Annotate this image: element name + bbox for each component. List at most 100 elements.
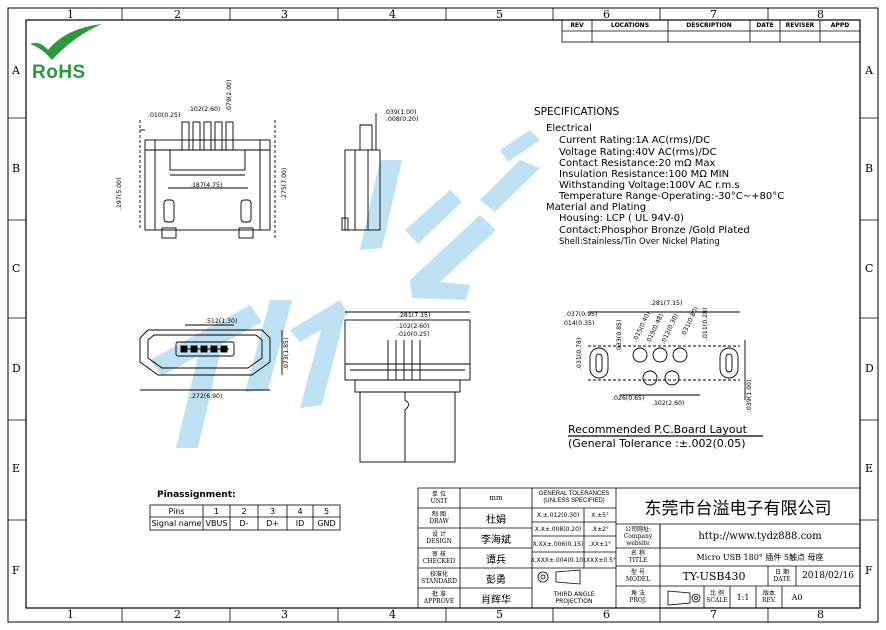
zone-col-5-bottom: 5: [496, 608, 503, 621]
zone-col-3: 3: [281, 8, 288, 21]
dim-pcb-d: .026(0.65): [612, 395, 645, 402]
pin-assignment-title: Pinassignment:: [157, 490, 236, 500]
tb-tolerance-title: GENERAL TOLERANCES (UNLESS SPECIFIED): [538, 491, 610, 504]
rohs-check-icon: [30, 24, 102, 60]
zone-row-f: F: [12, 564, 20, 577]
zone-col-5: 5: [496, 8, 503, 21]
zone-col-4-bottom: 4: [389, 608, 396, 621]
projection-symbol: [537, 569, 701, 606]
dim-bottom-c: .010(0.25): [397, 331, 430, 338]
zone-col-2: 2: [174, 8, 181, 21]
dim-pcb-l: .033(0.85): [616, 319, 623, 352]
zone-row-c-right: C: [865, 262, 874, 275]
zone-col-8: 8: [817, 8, 824, 21]
dim-side-a: .039(1.00): [384, 109, 417, 116]
tb-approve-value: 肖辉华: [481, 594, 511, 606]
tb-proj-label: 角 法 PROJ.: [629, 590, 647, 604]
zone-row-d: D: [12, 362, 21, 375]
tb-model-value: TY-USB430: [682, 569, 746, 583]
zone-row-b-right: B: [865, 162, 874, 175]
tb-title-label: 名 称 TITLE: [628, 550, 648, 564]
tb-standard-value: 彭勇: [486, 574, 506, 586]
spec-insulation: Insulation Resistance:100 MΩ MIN: [559, 169, 730, 180]
pin-signal-5: GND: [317, 519, 336, 528]
pin-number-2: 2: [241, 506, 247, 516]
tb-draw-label: 制 图 DRAW: [429, 511, 449, 525]
dim-pcb-e: .102(2.60): [652, 400, 685, 407]
rev-header-appd: APPD: [830, 22, 850, 29]
spec-material: Material and Plating: [546, 202, 647, 213]
tb-tol-1b: X.±5°: [591, 511, 609, 519]
tb-tol-2b: .X±2°: [591, 525, 609, 533]
dim-pcb-b: .014(0.35): [562, 320, 595, 327]
zone-row-f-right: F: [865, 564, 873, 577]
spec-shell: Shell:Stainless/Tin Over Nickel Plating: [559, 237, 720, 247]
rohs-logo-text: RoHS: [32, 62, 86, 83]
spec-electrical: Electrical: [546, 123, 592, 134]
spec-voltage: Voltage Rating:40V AC(rms)/DC: [559, 147, 717, 158]
dim-top-b: .102(2.60): [188, 106, 221, 113]
tb-date-label: 日 期 DATE: [773, 569, 791, 583]
dim-left-h: .197(5.00): [116, 177, 123, 210]
dim-front-h: .073(1.85): [283, 337, 290, 370]
tb-rev-label: 版本 REV.: [761, 590, 777, 604]
zone-row-b: B: [12, 162, 21, 175]
pcb-layout-title: Recommended P.C.Board Layout: [568, 423, 747, 436]
tb-rev-value: A0: [791, 592, 803, 602]
tb-approve-label: 批 准 APPROVE: [423, 591, 455, 605]
tb-tol-3b: .XX±1°: [589, 540, 611, 548]
zone-col-2-bottom: 2: [174, 608, 181, 621]
zone-row-a: A: [12, 64, 20, 77]
dim-side-b: .008(0.20): [386, 116, 419, 123]
dim-front-w: .512(1.30): [205, 318, 238, 325]
pin-header-signal: Signal name: [151, 519, 202, 528]
tb-tol-2a: X.X±.008(0.20): [534, 525, 582, 533]
dim-front-total: .272(6.90): [190, 393, 223, 400]
zone-col-6-bottom: 6: [603, 608, 610, 621]
pcb-layout-tolerance: (General Tolerance :±.002(0.05): [568, 437, 746, 450]
tb-date-value: 2018/02/16: [802, 571, 854, 581]
watermark-logo: [150, 130, 540, 448]
tb-design-label: 设 计 DESIGN: [426, 531, 452, 545]
dim-pcb-c: .031(0.78): [576, 337, 583, 370]
spec-title: SPECIFICATIONS: [534, 106, 620, 118]
dim-right-h: .275(7.00): [281, 167, 288, 200]
rev-header-description: DESCRIPTION: [686, 22, 732, 29]
rev-header-rev: REV: [570, 22, 584, 29]
pin-signal-1: VBUS: [205, 519, 228, 528]
tb-tol-4b: .XXX±0.5°: [584, 556, 616, 564]
dim-pcb-f: .039(1.00): [746, 379, 753, 412]
tb-unit-label: 单 位 UNIT: [430, 491, 448, 505]
rev-header-locations: LOCATIONS: [610, 22, 650, 29]
tb-draw-value: 杜娟: [486, 514, 506, 526]
spec-temperature: Temperature Range-Operating:-30°C∼+80°C: [559, 191, 785, 202]
tb-title-value: Micro USB 180° 插件 5触点 母座: [696, 552, 824, 562]
pin-number-4: 4: [297, 506, 303, 516]
tb-checked-value: 谭兵: [486, 554, 506, 566]
spec-withstanding: Withstanding Voltage:100V AC r.m.s: [559, 180, 740, 191]
spec-current: Current Rating:1A AC(rms)/DC: [559, 135, 711, 146]
zone-row-e: E: [12, 462, 21, 475]
zone-col-1: 1: [67, 8, 74, 21]
dim-pcb-w: .281(7.15): [650, 300, 683, 307]
zone-col-7: 7: [710, 8, 717, 21]
tb-unit-value: mm: [489, 494, 503, 502]
pin-header-pins: Pins: [168, 506, 185, 516]
spec-housing: Housing: LCP ( UL 94V-0): [559, 213, 684, 224]
tb-tol-1a: X.±.012(0.30): [536, 511, 580, 519]
tb-projection: THIRD ANGLE PROJECTION: [553, 591, 595, 605]
dim-pcb-a: .037(0.95): [565, 311, 598, 318]
tb-website: http://www.tydz888.com: [698, 530, 822, 542]
pin-signal-4: ID: [295, 519, 305, 528]
rev-header-reviser: REVISER: [785, 22, 815, 29]
tb-scale-value: 1:1: [736, 592, 750, 602]
pin-signal-3: D+: [266, 519, 279, 528]
tb-company-name: 东莞市台溢电子有限公司: [644, 498, 832, 519]
dim-mid-w: .187(4.75): [190, 182, 223, 189]
zone-row-a-right: A: [865, 64, 873, 77]
pin-number-5: 5: [323, 506, 330, 516]
rev-header-date: DATE: [756, 22, 774, 29]
zone-col-8-bottom: 8: [817, 608, 824, 621]
pin-number-3: 3: [269, 506, 276, 516]
